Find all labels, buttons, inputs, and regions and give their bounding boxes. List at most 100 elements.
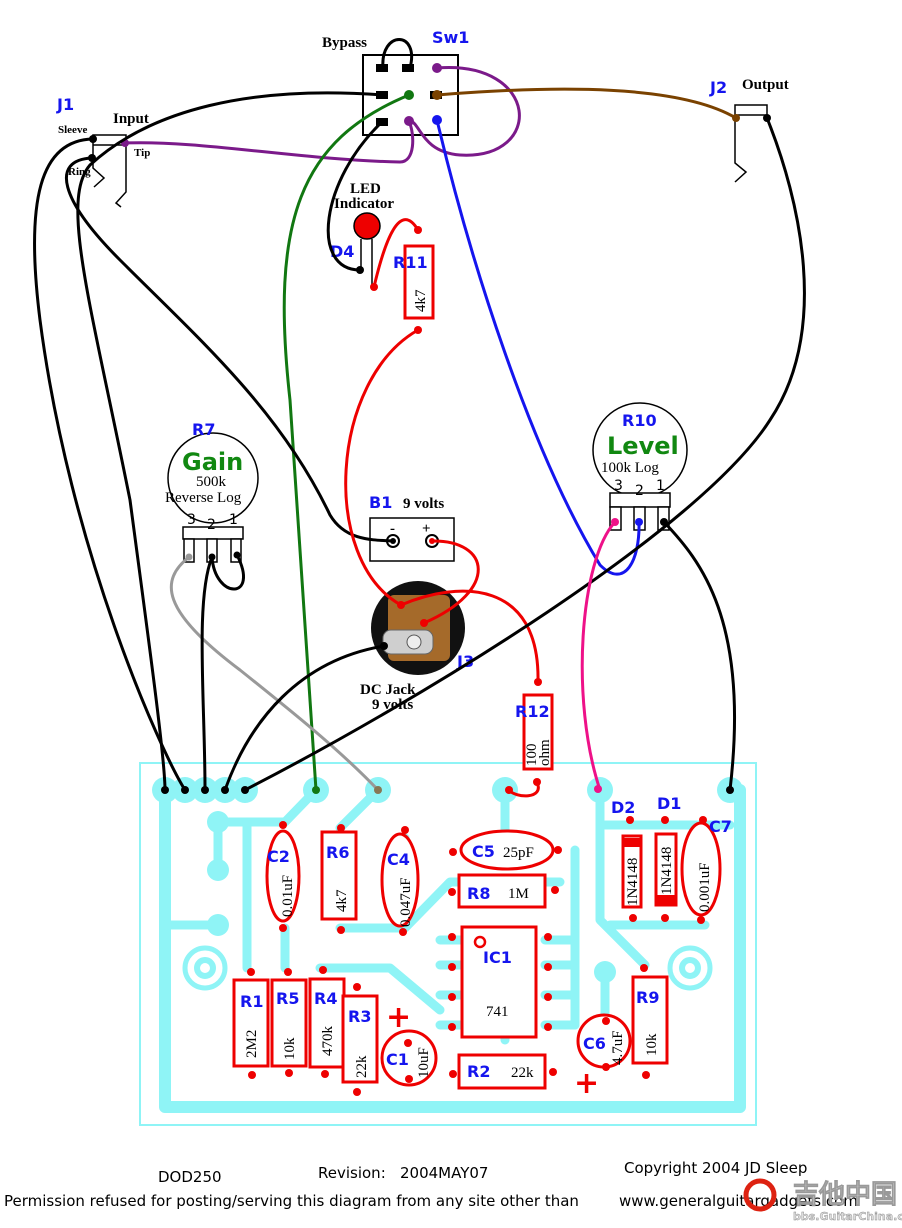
r3-value: 22k <box>354 1055 370 1078</box>
c5-value: 25pF <box>503 845 534 861</box>
output-jack-designator: J2 <box>709 78 727 97</box>
copyright: Copyright 2004 JD Sleep <box>624 1159 807 1177</box>
r9-designator: R9 <box>636 988 659 1007</box>
resistor-r1: R1 2M2 <box>232 968 270 1079</box>
wire-led-r11 <box>372 218 420 289</box>
resistor-r12: R12 100 ohm <box>515 678 554 786</box>
dc-jack-screw <box>406 634 422 650</box>
wire-bypass-jumper <box>381 38 414 70</box>
mounting-hole-left <box>182 945 228 991</box>
resistor-r8: R8 1M <box>448 873 559 909</box>
r3-designator: R3 <box>348 1007 371 1026</box>
wire-dc-r12 <box>399 589 540 684</box>
pin-label-2: 2 <box>635 483 644 499</box>
c4-designator: C4 <box>387 850 410 869</box>
gain-pot-value: 500k <box>196 474 227 490</box>
pin-label-3: 3 <box>187 512 196 528</box>
wire-black-sleeve <box>76 91 385 792</box>
wire-battery-dc <box>422 539 480 625</box>
level-pot-name: Level <box>607 432 679 460</box>
r4-value: 470k <box>320 1026 336 1057</box>
resistor-r5: R5 10k <box>270 968 308 1077</box>
capacitor-c1: C1 10uF <box>380 1029 438 1087</box>
r1-value: 2M2 <box>244 1030 260 1058</box>
dc-jack-label-line1: DC Jack <box>360 682 416 698</box>
wire-input-ring-battery <box>65 156 395 543</box>
r6-value: 4k7 <box>334 889 350 912</box>
polarity-plus-c6: + <box>574 1066 599 1101</box>
pin-label-2: 2 <box>207 517 216 533</box>
c1-designator: C1 <box>386 1050 409 1069</box>
c2-designator: C2 <box>267 847 290 866</box>
wire-gain-jumper <box>210 553 245 591</box>
c4-value: 0.047uF <box>398 877 414 927</box>
pcb-outline <box>139 762 757 1126</box>
r4-designator: R4 <box>314 989 337 1008</box>
r1-designator: R1 <box>240 992 263 1011</box>
resistor-r3: R3 22k <box>341 983 379 1096</box>
d2-value: 1N4148 <box>625 858 641 906</box>
gain-pot-taper: Reverse Log <box>165 490 242 506</box>
battery-b1[interactable]: - + B1 9 volts <box>369 493 455 562</box>
trace <box>595 785 650 970</box>
wire-green-input <box>282 93 411 792</box>
diode-d2: D2 1N4148 <box>611 798 643 922</box>
footswitch-sw1[interactable]: Bypass Sw1 <box>322 28 469 136</box>
gain-pot-designator: R7 <box>192 420 215 439</box>
gain-pot-name: Gain <box>182 448 243 476</box>
led-label-line1: LED <box>350 181 381 197</box>
input-jack-designator: J1 <box>56 95 74 114</box>
wire-gain-pin2 <box>200 555 214 792</box>
capacitor-c6: C6 4.7uF <box>576 1013 632 1071</box>
wire-gain-pin3 <box>169 555 380 792</box>
wire-level-pin1 <box>662 520 737 792</box>
watermark-url: bbs.GuitarChina.com <box>793 1210 902 1223</box>
led-body <box>353 212 381 240</box>
wire-input-tip <box>123 119 415 164</box>
ground-trace <box>159 784 746 1113</box>
level-pot-designator: R10 <box>622 411 657 430</box>
led-d4: LED Indicator D4 <box>330 181 394 291</box>
wire-output-tip <box>435 87 738 120</box>
dc-jack-j3[interactable]: J3 DC Jack 9 volts <box>360 581 474 713</box>
switch-designator: Sw1 <box>432 28 469 47</box>
battery-designator: B1 <box>369 493 392 512</box>
r2-value: 22k <box>511 1065 534 1081</box>
input-jack-label: Input <box>113 111 149 127</box>
watermark-text: 吉他中国 <box>793 1180 897 1210</box>
c7-designator: C7 <box>709 817 732 836</box>
permission-notice: Permission refused for posting/serving t… <box>4 1192 579 1210</box>
r12-value-line2: ohm <box>537 739 553 766</box>
d1-designator: D1 <box>657 794 681 813</box>
level-pot-r10[interactable]: R10 Level 100k Log 3 2 1 <box>592 402 688 531</box>
ic1-value: 741 <box>486 1004 509 1020</box>
ic1-designator: IC1 <box>483 948 512 967</box>
resistor-r2: R2 22k <box>449 1053 557 1090</box>
gain-pot-r7[interactable]: R7 Gain 500k Reverse Log 3 2 1 <box>165 420 259 563</box>
r8-value: 1M <box>508 886 529 902</box>
revision-value: 2004MAY07 <box>400 1164 488 1182</box>
mounting-hole-right <box>667 945 713 991</box>
led-designator: D4 <box>330 242 354 261</box>
r5-designator: R5 <box>276 989 299 1008</box>
sleeve-label: Sleeve <box>58 124 87 136</box>
capacitor-c7: C7 0.001uF <box>680 816 732 924</box>
battery-pos-symbol: + <box>422 521 431 537</box>
battery-label: 9 volts <box>403 496 444 512</box>
website-link[interactable]: www.generalguitargadgets.com <box>619 1192 858 1210</box>
wire-level-pin3 <box>580 520 617 792</box>
c7-value: 0.001uF <box>697 862 713 912</box>
level-pot-value: 100k Log <box>601 460 659 476</box>
r5-value: 10k <box>282 1037 298 1060</box>
pot-body <box>167 432 259 524</box>
output-jack-label: Output <box>742 77 789 93</box>
wire-dc-ground <box>223 644 386 792</box>
input-jack-j1[interactable]: J1 Input Sleeve Ring Tip <box>56 95 150 208</box>
resistor-r9: R9 10k <box>631 964 669 1079</box>
r11-designator: R11 <box>393 253 428 272</box>
r6-designator: R6 <box>326 843 349 862</box>
r11-body <box>403 244 435 320</box>
jack-symbol <box>734 104 768 183</box>
output-jack-j2[interactable]: J2 Output <box>709 77 789 183</box>
c6-designator: C6 <box>583 1034 606 1053</box>
